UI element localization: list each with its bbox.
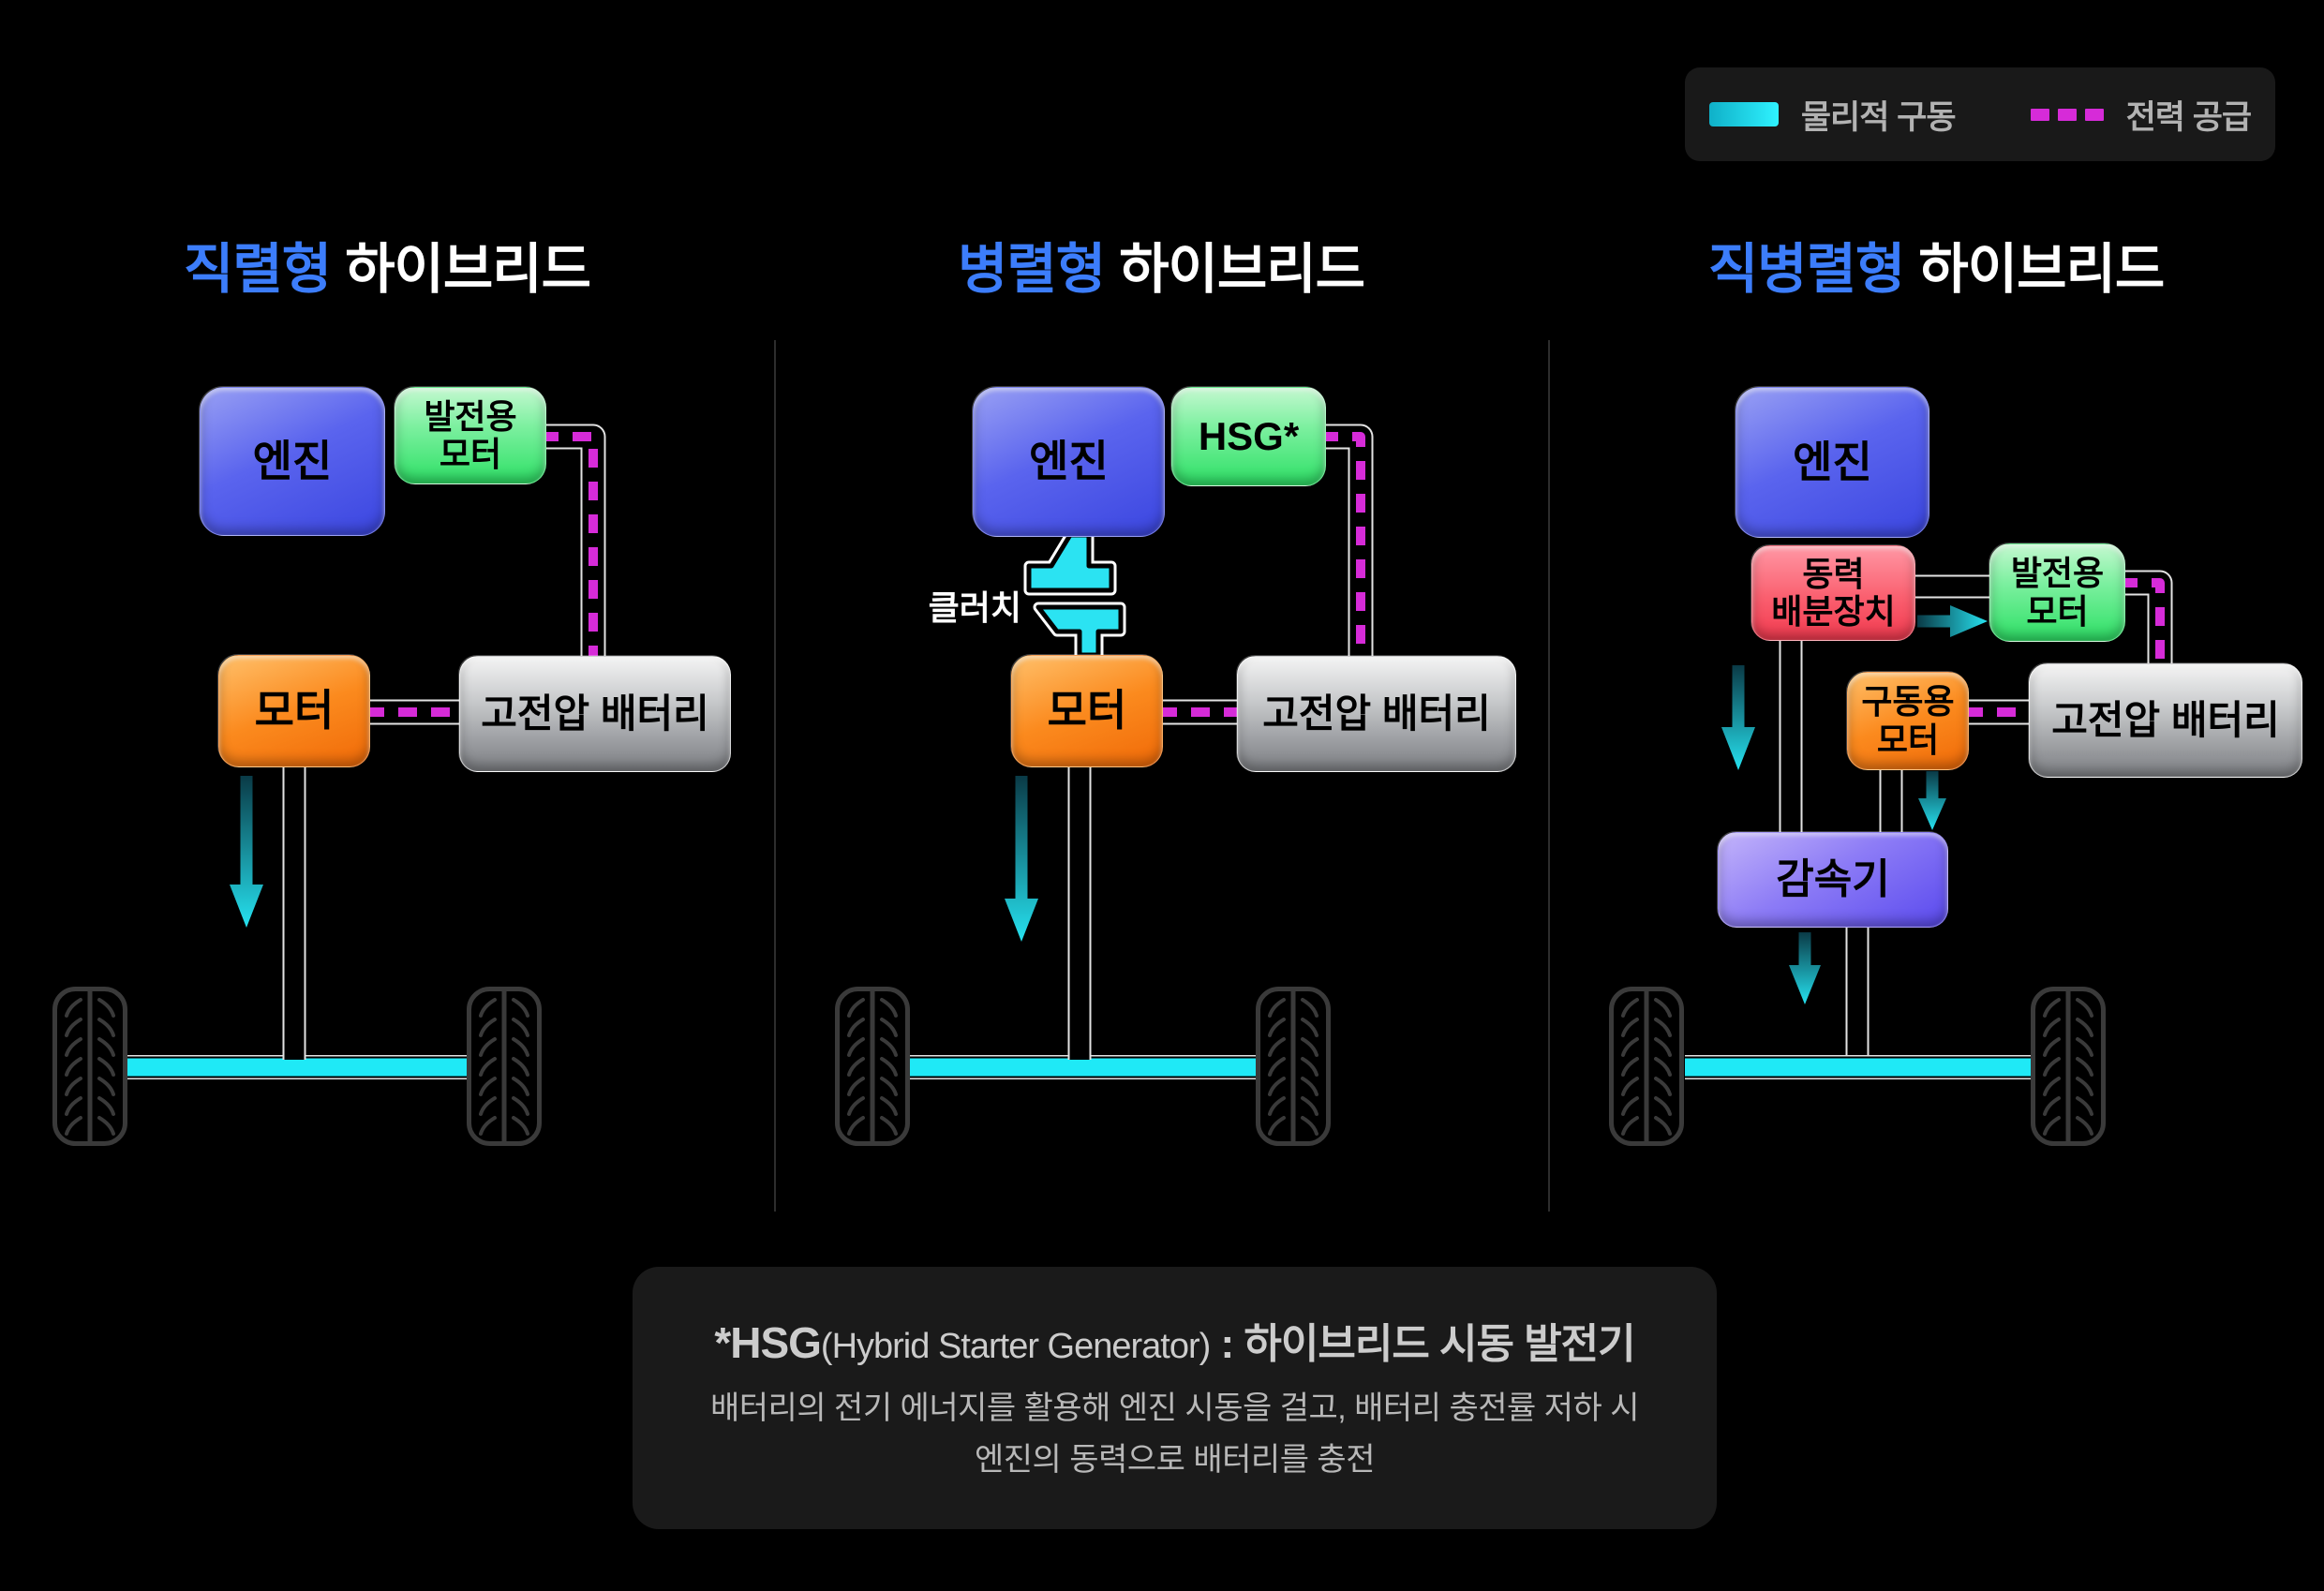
footnote-title-rest: : 하이브리드 시동 발전기 (1210, 1320, 1636, 1367)
panel-divider-2 (1548, 340, 1550, 1212)
tire-icon (52, 987, 127, 1146)
footnote-title: *HSG(Hybrid Starter Generator) : 하이브리드 시… (714, 1310, 1636, 1370)
battery-box-series-parallel: 고전압 배터리 (2029, 663, 2302, 778)
footnote-body-line2: 엔진의 동력으로 배터리를 충전 (975, 1442, 1375, 1478)
flow-arrow-down-icon (1721, 665, 1755, 770)
engine-box-series-parallel: 엔진 (1736, 387, 1929, 538)
title-rest: 하이브리드 (1105, 239, 1365, 300)
title-accent: 직렬형 (183, 239, 332, 300)
battery-box-series: 고전압 배터리 (459, 656, 731, 772)
tire-icon (835, 987, 910, 1146)
title-rest: 하이브리드 (1904, 239, 2165, 300)
flow-arrow-down-icon (1005, 776, 1038, 942)
flow-arrow-down-icon (230, 776, 263, 928)
title-series-hybrid: 직렬형 하이브리드 (0, 230, 774, 300)
power-supply-line-icon (2030, 108, 2104, 121)
title-accent: 병렬형 (957, 239, 1106, 300)
drive-motor-box: 구동용 모터 (1847, 672, 1969, 770)
physical-drive-line-icon (1708, 102, 1779, 126)
footnote-body-line1: 배터리의 전기 에너지를 활용해 엔진 시동을 걸고, 배터리 충전률 저하 시 (709, 1390, 1640, 1426)
legend: 물리적 구동 전력 공급 (1685, 67, 2275, 161)
flow-arrow-right-icon (1917, 605, 1988, 637)
title-series-parallel-hybrid: 직병렬형 하이브리드 (1548, 230, 2324, 300)
footnote-title-hsg: *HSG (714, 1317, 822, 1367)
title-rest: 하이브리드 (331, 239, 591, 300)
generator-motor-box-series: 발전용 모터 (395, 387, 546, 484)
reducer-box: 감속기 (1718, 832, 1948, 928)
tire-icon (2031, 987, 2106, 1146)
battery-box-parallel: 고전압 배터리 (1237, 656, 1516, 772)
legend-label-power-supply: 전력 공급 (2125, 98, 2253, 136)
generator-motor-box-series-parallel: 발전용 모터 (1989, 543, 2125, 642)
panel-divider-1 (774, 340, 776, 1212)
tire-icon (1256, 987, 1331, 1146)
motor-box-series: 모터 (218, 655, 370, 767)
flow-arrow-down-icon (1918, 771, 1946, 830)
hsg-footnote: *HSG(Hybrid Starter Generator) : 하이브리드 시… (633, 1267, 1717, 1529)
flow-arrow-down-icon (1789, 932, 1821, 1004)
power-split-device-box: 동력 배분장치 (1751, 545, 1915, 641)
hsg-box-parallel: HSG* (1171, 387, 1326, 486)
title-accent: 직병렬형 (1707, 239, 1905, 300)
motor-box-parallel: 모터 (1011, 655, 1163, 767)
legend-label-physical-drive: 물리적 구동 (1800, 98, 1957, 136)
footnote-title-paren: (Hybrid Starter Generator) (820, 1326, 1211, 1366)
title-parallel-hybrid: 병렬형 하이브리드 (774, 230, 1548, 300)
footnote-body: 배터리의 전기 에너지를 활용해 엔진 시동을 걸고, 배터리 충전률 저하 시… (709, 1383, 1640, 1486)
engine-box-parallel: 엔진 (973, 387, 1165, 537)
clutch-label: 클러치 (928, 588, 1021, 627)
engine-box-series: 엔진 (200, 387, 385, 536)
tire-icon (467, 987, 542, 1146)
tire-icon (1609, 987, 1684, 1146)
